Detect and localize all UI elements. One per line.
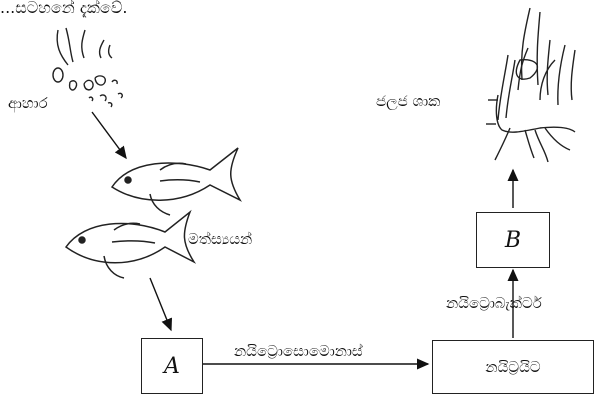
food-illustration — [52, 27, 123, 108]
nitrobacter-label: නයිට්‍රොබැක්ටර් — [446, 294, 542, 312]
box-nitrite-label: නයිට්‍රයිට — [485, 358, 541, 376]
arrow-food-to-fish — [91, 111, 127, 160]
box-b: B — [476, 212, 550, 268]
aquatic-plant-illustration — [486, 7, 576, 163]
fish-lower — [64, 209, 197, 279]
arrow-fish-to-a — [149, 277, 172, 332]
aquatic-plant-label: ජලජ ශාක — [376, 92, 441, 110]
box-a-label: A — [164, 353, 180, 379]
box-nitrite: නයිට්‍රයිට — [432, 340, 594, 394]
fish-upper — [110, 147, 242, 216]
header-fragment-text: ...සටහනේ දැක්වේ. — [0, 0, 128, 17]
food-label: ආහාර — [8, 94, 48, 112]
box-a: A — [141, 338, 203, 394]
nitrosomonas-label: නයිට්‍රොසොමොනාස් — [234, 342, 363, 360]
fish-label: මත්ස්‍යයන් — [188, 230, 253, 248]
box-b-label: B — [504, 227, 522, 253]
